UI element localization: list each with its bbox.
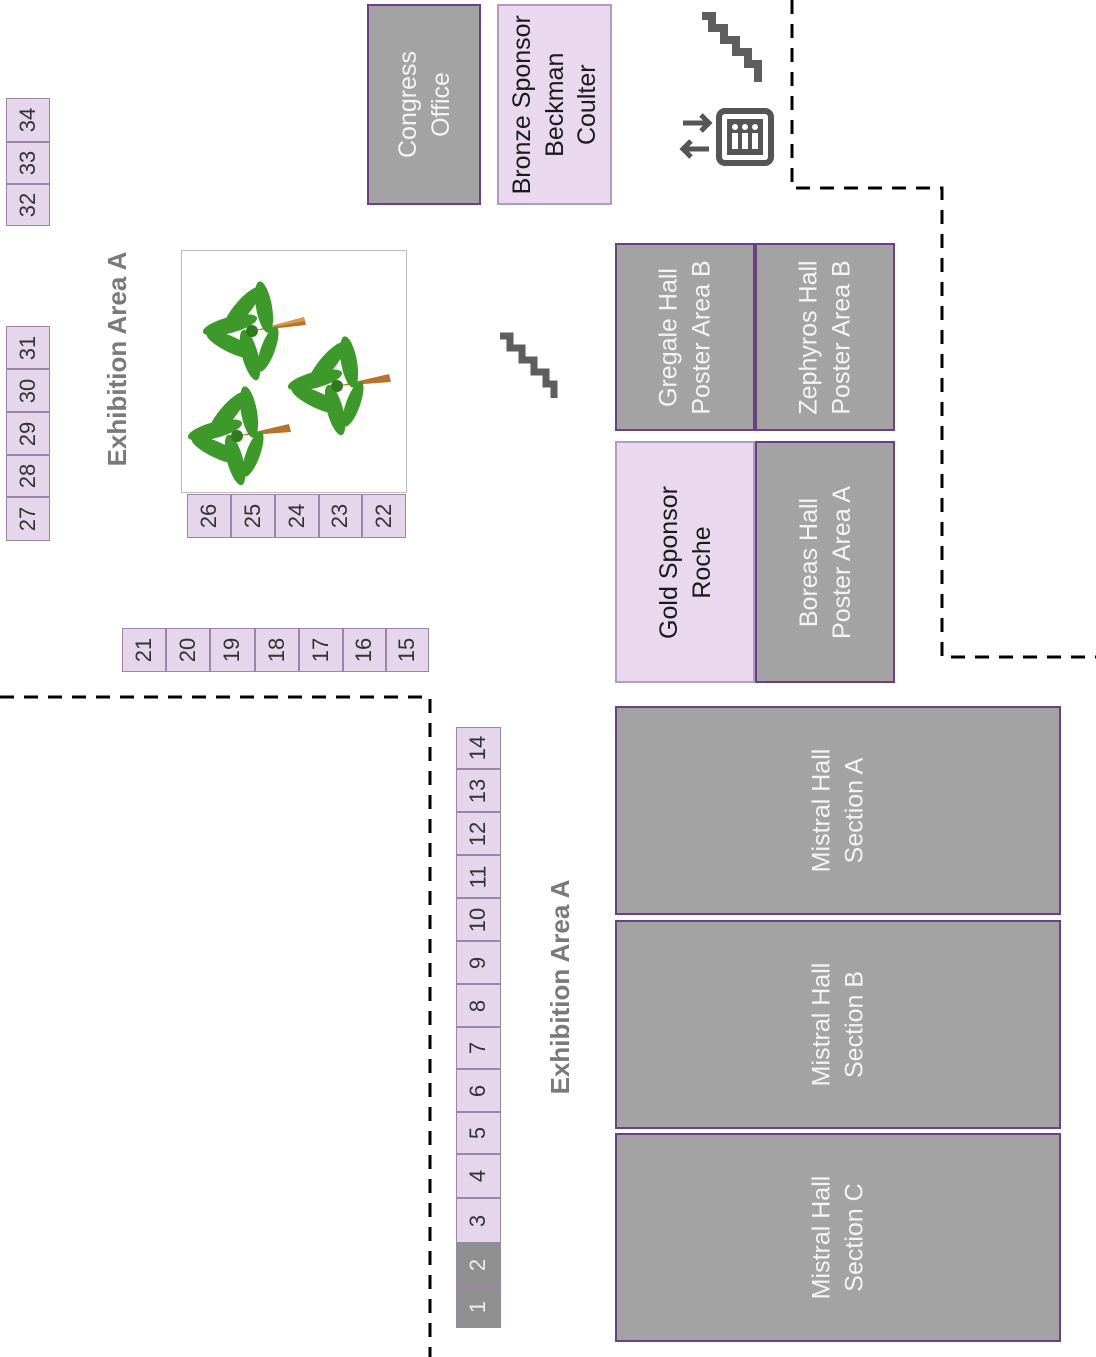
gold-sponsor-booth[interactable]: Gold Sponsor Roche (615, 441, 755, 683)
booth-33[interactable]: 33 (6, 142, 50, 184)
booth-7[interactable]: 7 (456, 1027, 501, 1069)
zephyros-hall[interactable]: Zephyros Hall Poster Area B (755, 243, 895, 431)
elevator-icon (679, 108, 774, 166)
booth-19[interactable]: 19 (210, 628, 255, 672)
stairs-icon (500, 332, 558, 398)
booth-31[interactable]: 31 (6, 326, 50, 369)
exhibition-area-label: Exhibition Area A (102, 251, 132, 467)
booth-13[interactable]: 13 (456, 769, 501, 812)
booth-16[interactable]: 16 (343, 628, 386, 672)
booth-9[interactable]: 9 (456, 941, 501, 984)
booth-17[interactable]: 17 (299, 628, 343, 672)
booth-29[interactable]: 29 (6, 412, 50, 455)
booth-15[interactable]: 15 (386, 628, 429, 672)
booth-21[interactable]: 21 (122, 628, 166, 672)
booth-18[interactable]: 18 (255, 628, 299, 672)
exhibition-boundary-line (0, 695, 432, 1357)
booth-10[interactable]: 10 (456, 898, 501, 941)
booth-6[interactable]: 6 (456, 1069, 501, 1112)
palm-tree-icon (187, 281, 391, 486)
booth-14[interactable]: 14 (456, 727, 501, 769)
hall-boundary-line (790, 0, 1096, 659)
booth-22[interactable]: 22 (362, 494, 406, 538)
booth-23[interactable]: 23 (319, 494, 362, 538)
booth-30[interactable]: 30 (6, 369, 50, 412)
booth-32[interactable]: 32 (6, 184, 50, 226)
gregale-hall[interactable]: Gregale Hall Poster Area B (615, 243, 755, 431)
booth-26[interactable]: 26 (187, 494, 231, 538)
palm-garden (181, 250, 407, 493)
booth-27[interactable]: 27 (6, 497, 50, 541)
booth-11[interactable]: 11 (456, 855, 501, 898)
boreas-hall[interactable]: Boreas Hall Poster Area A (755, 441, 895, 683)
mistral-hall-section-b[interactable]: Mistral Hall Section B (615, 920, 1061, 1129)
booth-1[interactable]: 1 (456, 1286, 501, 1328)
booth-5[interactable]: 5 (456, 1112, 501, 1154)
congress-office[interactable]: Congress Office (367, 4, 481, 205)
bronze-sponsor-booth[interactable]: Bronze Sponsor Beckman Coulter (497, 4, 612, 205)
booth-8[interactable]: 8 (456, 984, 501, 1027)
booth-12[interactable]: 12 (456, 812, 501, 855)
exhibition-area-label: Exhibition Area A (545, 879, 575, 1095)
booth-34[interactable]: 34 (6, 98, 50, 142)
booth-25[interactable]: 25 (231, 494, 275, 538)
mistral-hall-section-a[interactable]: Mistral Hall Section A (615, 706, 1061, 915)
booth-3[interactable]: 3 (456, 1198, 501, 1243)
booth-2[interactable]: 2 (456, 1243, 501, 1286)
stairs-icon (702, 12, 762, 82)
booth-4[interactable]: 4 (456, 1154, 501, 1198)
booth-20[interactable]: 20 (166, 628, 210, 672)
booth-24[interactable]: 24 (275, 494, 319, 538)
mistral-hall-section-c[interactable]: Mistral Hall Section C (615, 1133, 1061, 1342)
booth-28[interactable]: 28 (6, 455, 50, 497)
